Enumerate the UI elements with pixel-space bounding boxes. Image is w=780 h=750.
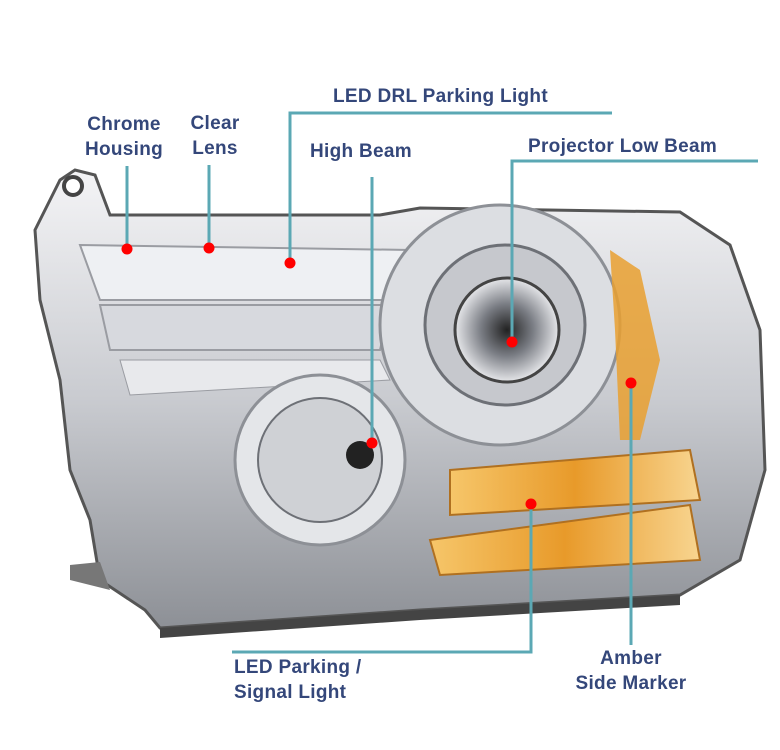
label-clear-lens: Clear Lens (190, 111, 239, 161)
label-amber-side-marker: Amber Side Marker (575, 646, 686, 696)
label-line: Side Marker (575, 673, 687, 694)
label-chrome-housing: Chrome Housing (85, 112, 163, 162)
label-led-parking: LED Parking / Signal Light (234, 655, 361, 705)
leader-lines (125, 111, 758, 654)
label-line: Signal Light (234, 682, 347, 703)
label-line: Amber (600, 648, 662, 669)
label-line: Lens (192, 138, 238, 159)
headlight-body (33, 168, 767, 638)
callout-dots (121, 242, 637, 510)
label-line: Housing (84, 139, 164, 160)
label-line: Clear (190, 113, 240, 134)
label-led-drl: LED DRL Parking Light (333, 86, 548, 107)
label-line: Chrome (87, 114, 161, 135)
label-line: LED Parking / (234, 657, 362, 678)
label-projector-low-beam: Projector Low Beam (528, 136, 718, 157)
label-high-beam: High Beam (310, 141, 412, 162)
